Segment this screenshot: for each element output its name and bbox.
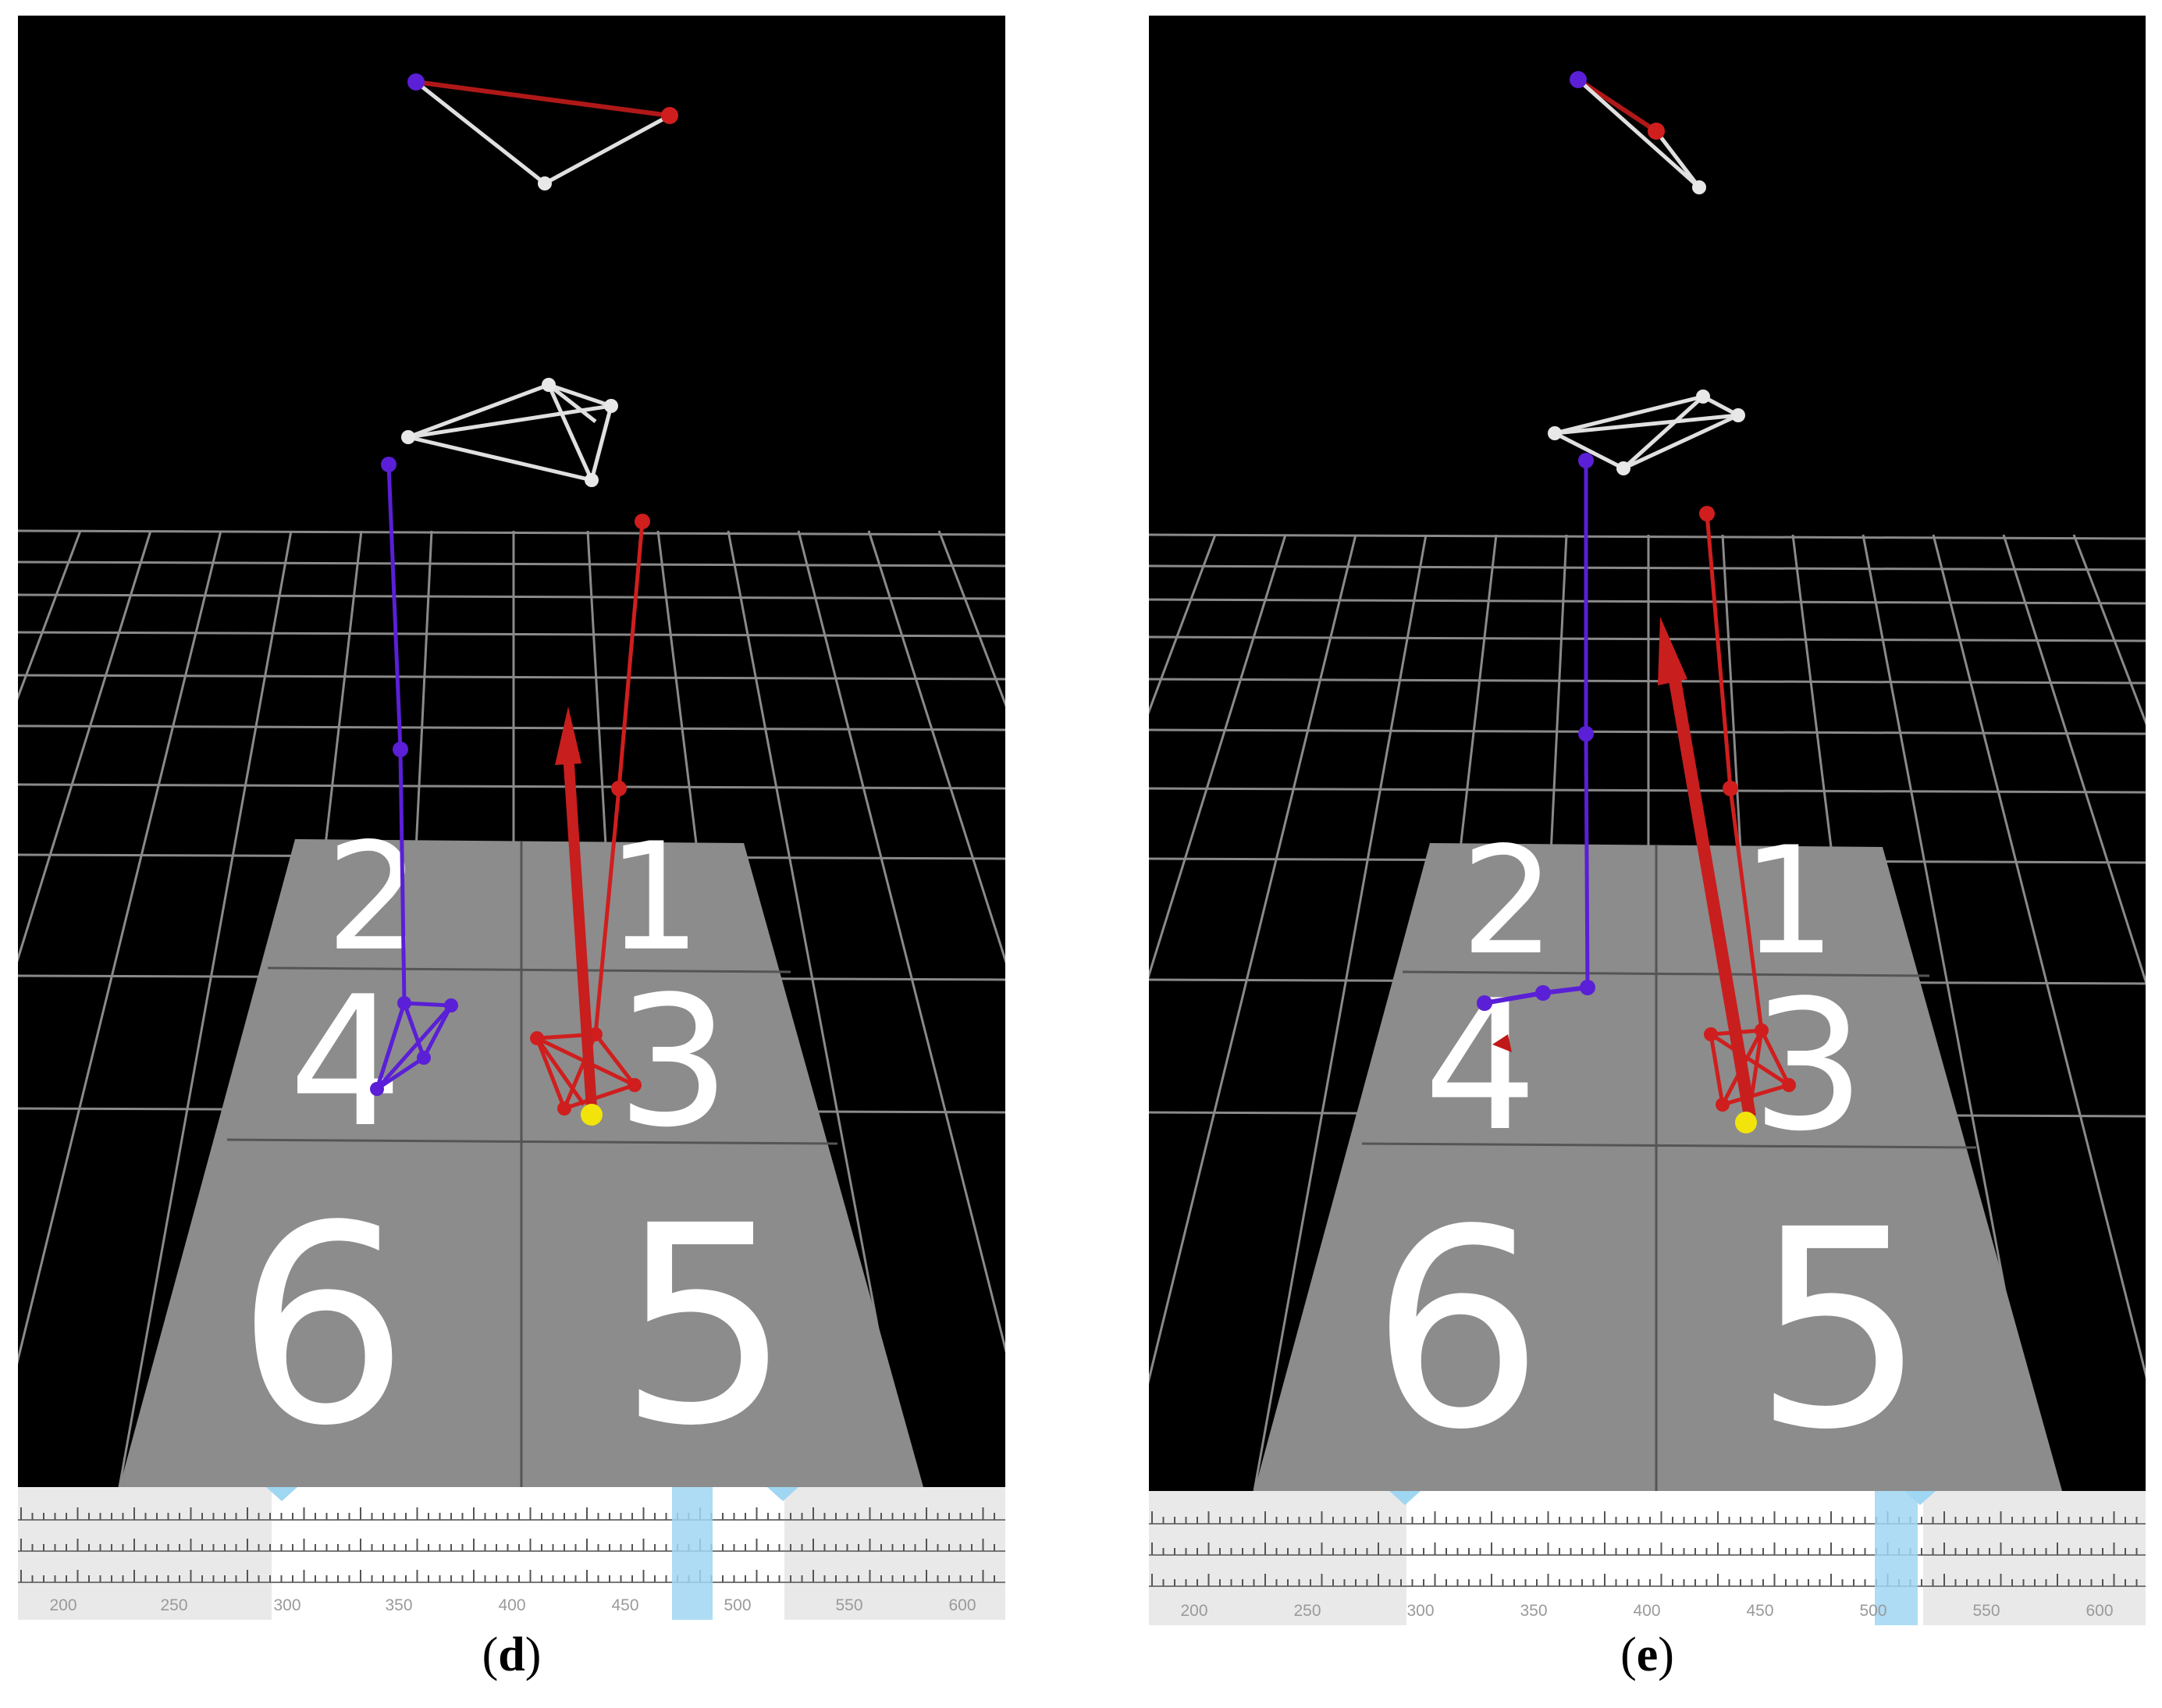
left-leg-markers bbox=[1477, 453, 1595, 1052]
tick-label: 400 bbox=[1633, 1602, 1660, 1620]
mat-seams bbox=[226, 842, 838, 1487]
force-plate-mat bbox=[1254, 843, 2062, 1491]
viewport-3d[interactable]: 2 1 4 3 6 5 bbox=[1149, 16, 2146, 1491]
timeline-scrubber[interactable]: 200 250 300 350 400 450 500 550 600 bbox=[1149, 1491, 2146, 1625]
timeline-active-range bbox=[1406, 1491, 1923, 1625]
panel-caption: (e) bbox=[1620, 1628, 1674, 1681]
head-markers bbox=[407, 73, 678, 190]
tick-label: 500 bbox=[724, 1596, 751, 1614]
timeline-tick-labels: 200 250 300 350 400 450 500 550 600 bbox=[49, 1596, 976, 1614]
tick-label: 500 bbox=[1859, 1602, 1886, 1620]
tick-label: 600 bbox=[2086, 1602, 2113, 1620]
tile-number-2: 2 bbox=[1461, 815, 1556, 987]
tick-label: 600 bbox=[948, 1596, 976, 1614]
timeline-ticks bbox=[20, 1507, 995, 1582]
ground-reaction-force-arrow bbox=[555, 706, 597, 1109]
tick-label: 300 bbox=[273, 1596, 300, 1614]
range-end-handle[interactable] bbox=[767, 1487, 798, 1501]
caption-letter: d bbox=[498, 1628, 525, 1681]
pelvis-markers bbox=[407, 383, 613, 482]
tick-label: 550 bbox=[835, 1596, 862, 1614]
tile-number-1: 1 bbox=[1742, 815, 1837, 987]
tick-label: 550 bbox=[1972, 1602, 2000, 1620]
tile-number-5: 5 bbox=[618, 1167, 792, 1486]
tile-number-6: 6 bbox=[1371, 1171, 1545, 1489]
left-leg-markers bbox=[370, 457, 458, 1096]
center-of-pressure bbox=[1735, 1112, 1757, 1133]
tile-number-4: 4 bbox=[1424, 963, 1538, 1171]
tile-number-2: 2 bbox=[326, 811, 421, 984]
pelvis-marker-dots bbox=[401, 378, 618, 487]
tile-number-3: 3 bbox=[1751, 963, 1865, 1171]
tile-number-5: 5 bbox=[1753, 1171, 1927, 1489]
tick-label: 300 bbox=[1406, 1602, 1434, 1620]
timeline-ruler-rows bbox=[1149, 1523, 2146, 1587]
tick-label: 450 bbox=[611, 1596, 638, 1614]
playhead[interactable] bbox=[672, 1487, 713, 1620]
tick-label: 350 bbox=[385, 1596, 412, 1614]
floor-numbers: 2 1 4 3 6 5 bbox=[1371, 815, 1927, 1489]
tick-label: 250 bbox=[160, 1596, 187, 1614]
pelvis-marker-dots bbox=[1548, 390, 1745, 475]
scene-3d: 2 1 4 3 6 5 bbox=[1149, 71, 2146, 1491]
tick-label: 200 bbox=[1180, 1602, 1207, 1620]
tick-label: 350 bbox=[1520, 1602, 1547, 1620]
scene-3d: 2 1 4 3 6 5 bbox=[18, 73, 1005, 1487]
panel-caption: (d) bbox=[482, 1628, 542, 1681]
timeline-svg: 200 250 300 350 400 450 500 550 600 bbox=[1149, 1491, 2146, 1625]
panel-e: 2 1 4 3 6 5 bbox=[1132, 0, 2162, 1708]
timeline-svg: 200 250 300 350 400 450 500 550 600 bbox=[18, 1487, 1005, 1620]
tile-number-1: 1 bbox=[607, 811, 702, 984]
tile-number-3: 3 bbox=[617, 959, 731, 1167]
panel-d: 2 1 4 3 6 5 bbox=[0, 0, 1015, 1708]
range-start-handle[interactable] bbox=[266, 1487, 297, 1501]
tick-label: 400 bbox=[498, 1596, 525, 1614]
timeline-scrubber[interactable]: 200 250 300 350 400 450 500 550 600 bbox=[18, 1487, 1005, 1620]
tile-number-6: 6 bbox=[236, 1167, 410, 1486]
viewport-3d[interactable]: 2 1 4 3 6 5 bbox=[18, 16, 1005, 1487]
tick-label: 200 bbox=[49, 1596, 76, 1614]
timeline-tick-labels: 200 250 300 350 400 450 500 550 600 bbox=[1180, 1602, 2113, 1620]
tick-label: 450 bbox=[1746, 1602, 1773, 1620]
ground-reaction-force-arrow bbox=[1658, 617, 1756, 1118]
tick-label: 250 bbox=[1293, 1602, 1321, 1620]
floor-numbers: 2 1 4 3 6 5 bbox=[236, 811, 792, 1486]
timeline-ticks bbox=[1151, 1511, 2138, 1586]
playhead[interactable] bbox=[1875, 1491, 1918, 1625]
mat-seams bbox=[1361, 845, 1977, 1491]
caption-letter: e bbox=[1636, 1628, 1659, 1681]
head-markers bbox=[1570, 71, 1706, 194]
range-end-handle[interactable] bbox=[1904, 1491, 1936, 1505]
range-start-handle[interactable] bbox=[1389, 1491, 1421, 1505]
timeline-ruler-rows bbox=[18, 1519, 1005, 1583]
center-of-pressure bbox=[581, 1104, 603, 1126]
